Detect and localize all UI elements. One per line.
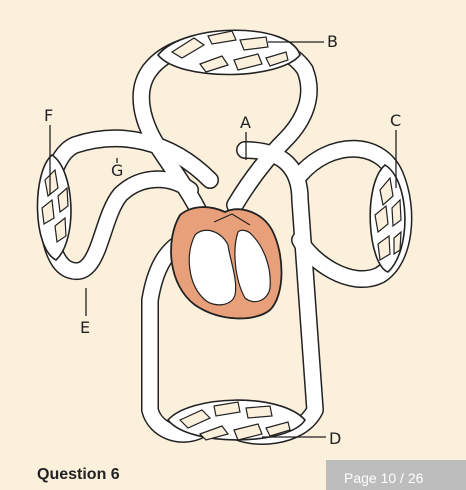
question-title: Question 6	[37, 466, 120, 483]
label-d: D	[329, 429, 341, 448]
page-indicator[interactable]: Page 10 / 26	[326, 460, 466, 490]
label-f: F	[44, 106, 53, 125]
label-b: B	[327, 32, 338, 51]
label-c: C	[390, 111, 401, 130]
capillary-bed-top	[156, 29, 301, 76]
label-leader-lines	[49, 41, 397, 438]
capillary-bed-bottom	[166, 399, 306, 441]
heart	[170, 206, 283, 320]
label-a: A	[240, 113, 251, 132]
circulatory-system-diagram: A B C D E F G	[36, 29, 413, 448]
capillary-bed-right	[369, 164, 406, 273]
capillary-bed-left	[36, 154, 72, 261]
label-e: E	[80, 318, 90, 337]
label-g: G	[111, 161, 123, 180]
